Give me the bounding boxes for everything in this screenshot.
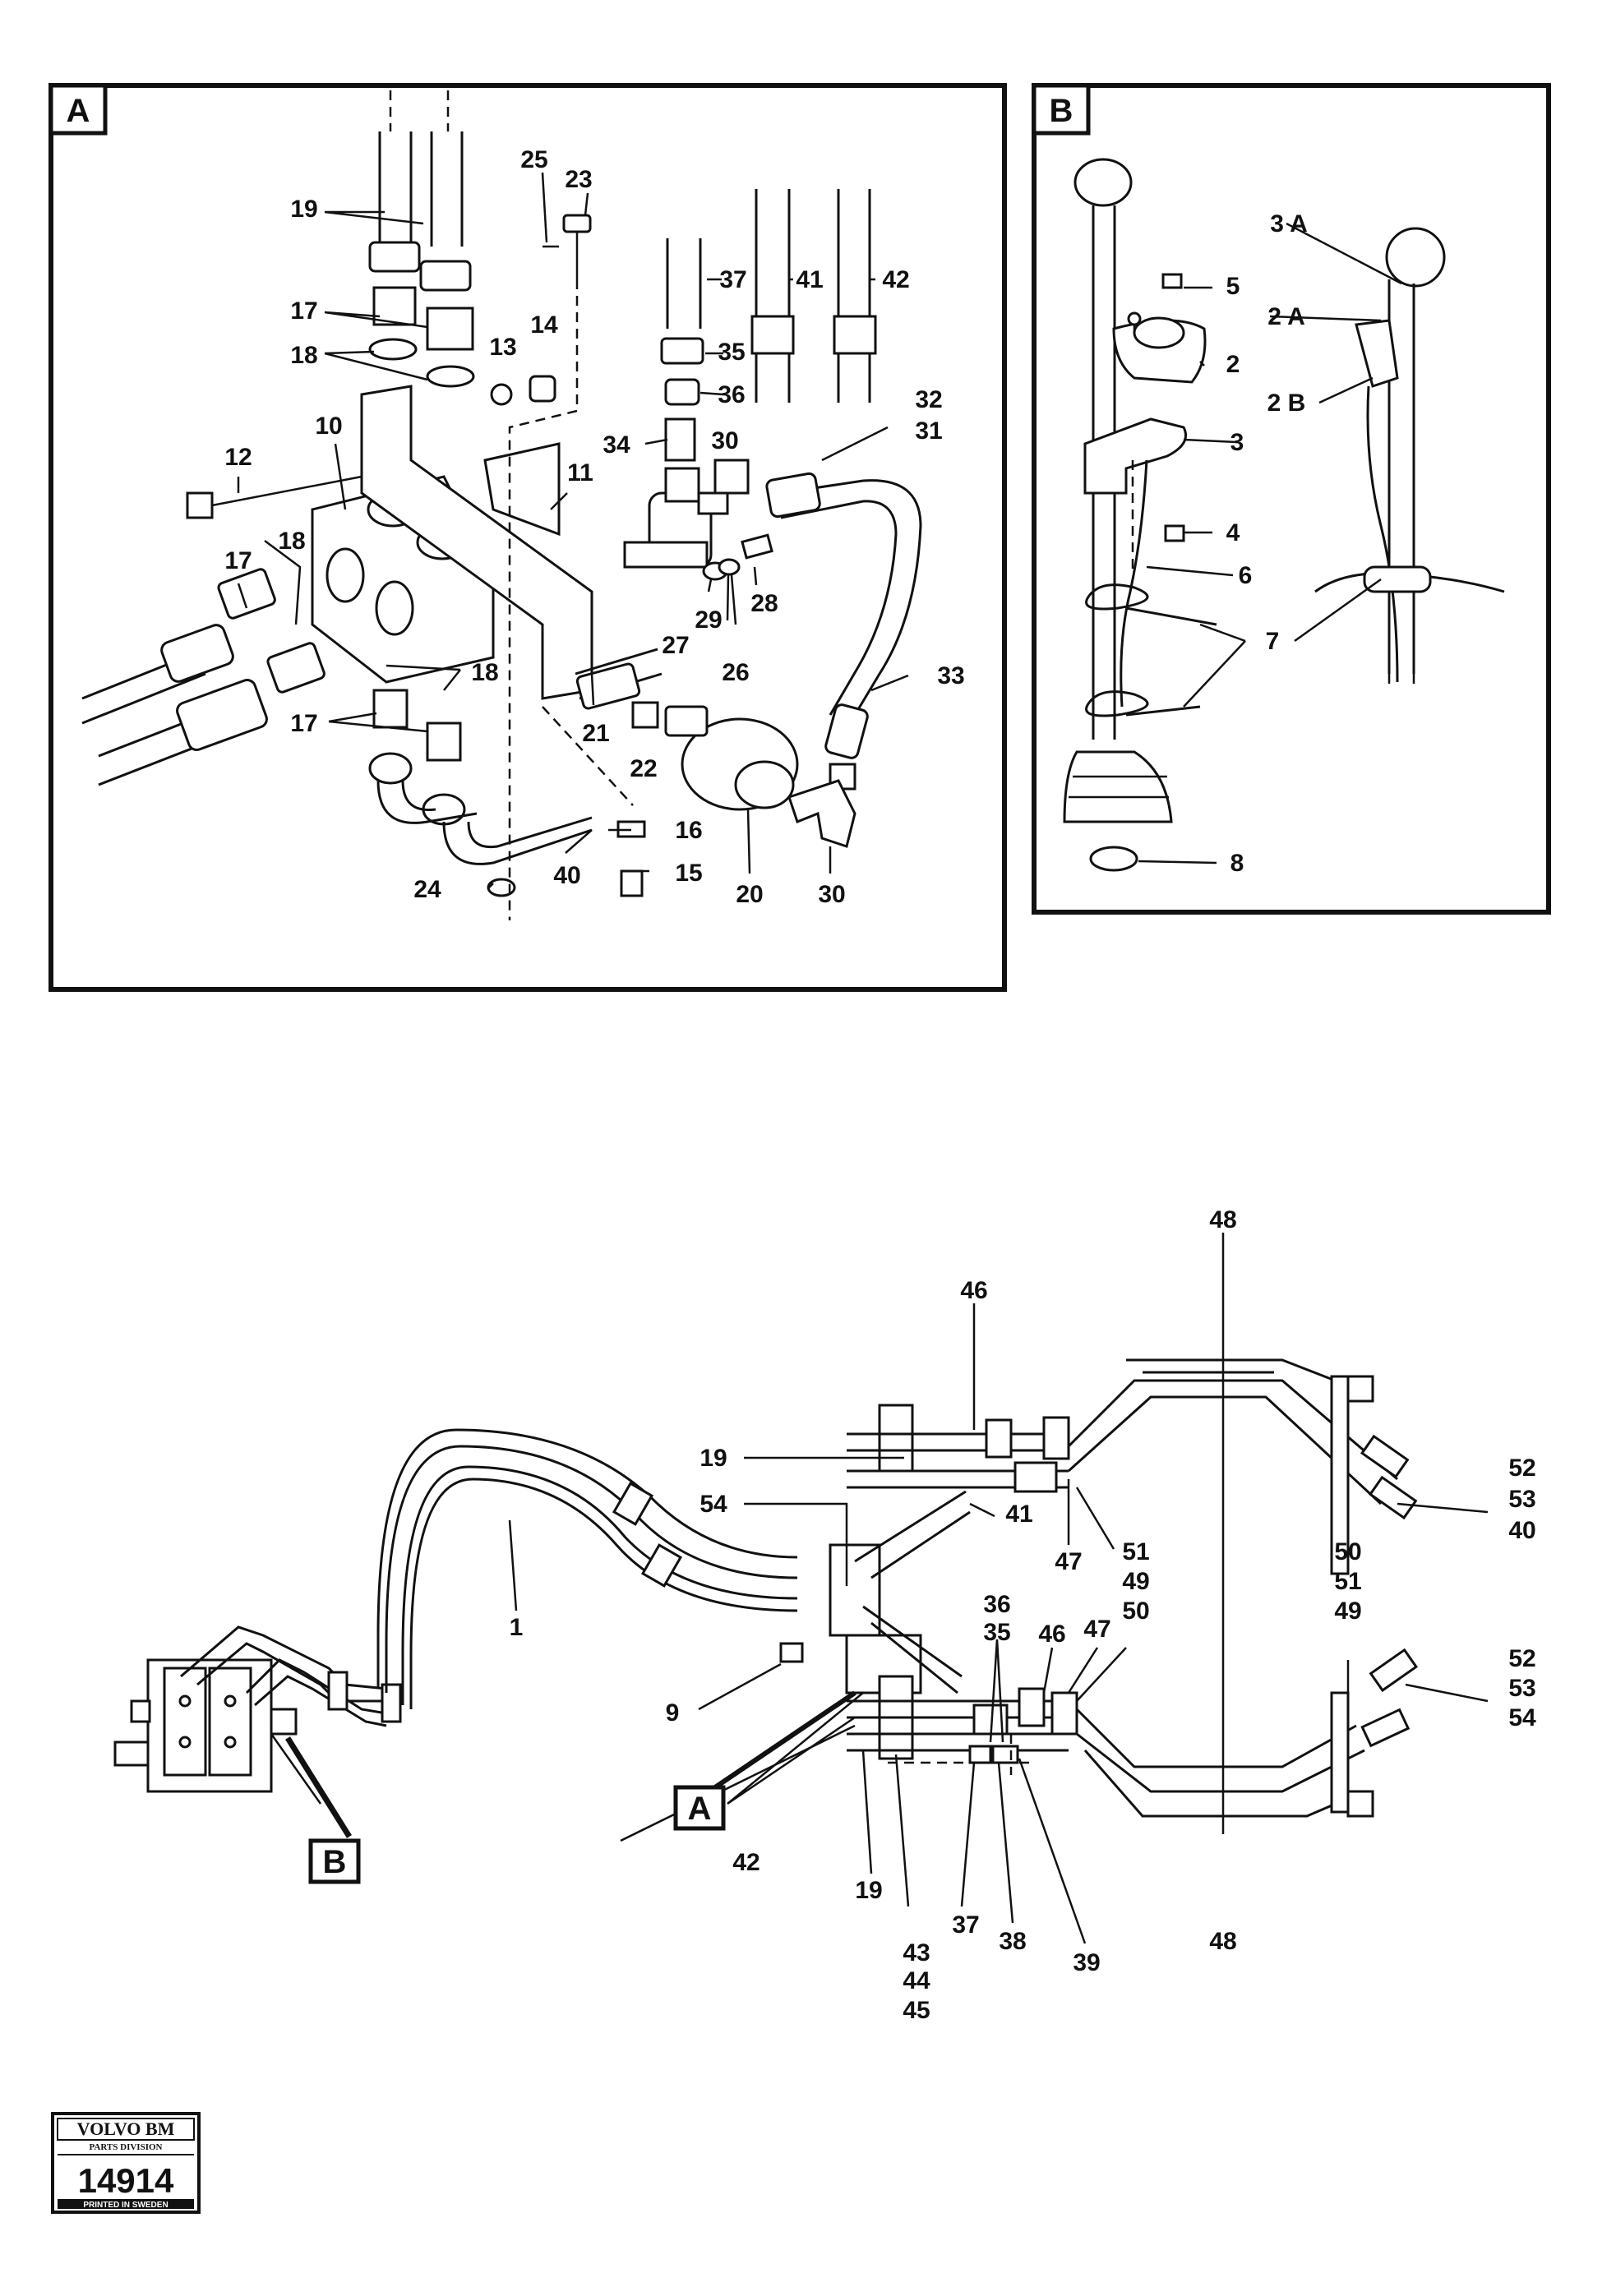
callout-a-35: 20 bbox=[736, 881, 763, 908]
callout-m-19: 46 bbox=[1038, 1621, 1065, 1648]
panel-a-tag bbox=[48, 83, 108, 136]
callout-a-6: 42 bbox=[882, 266, 909, 293]
callout-a-26: 18 bbox=[471, 659, 498, 686]
callout-a-30: 22 bbox=[630, 755, 657, 782]
callout-m-4: 52 bbox=[1508, 1455, 1535, 1482]
callout-m-2: 46 bbox=[960, 1277, 987, 1304]
callout-m-3: 19 bbox=[699, 1445, 727, 1472]
callout-m-27: 37 bbox=[952, 1911, 979, 1939]
callout-a-24: 27 bbox=[662, 632, 689, 659]
callout-a-12: 36 bbox=[718, 381, 745, 408]
callout-a-19: 11 bbox=[567, 459, 593, 486]
panel-b-letter: B bbox=[1050, 93, 1073, 129]
callout-m-25: 42 bbox=[732, 1849, 760, 1876]
callout-b-1: 3 A bbox=[1270, 210, 1308, 237]
callout-b-2: 5 bbox=[1226, 273, 1240, 300]
callout-a-36: 30 bbox=[818, 881, 845, 908]
callout-m-10: 51 bbox=[1122, 1538, 1149, 1565]
callout-m-8: 40 bbox=[1508, 1517, 1535, 1544]
callout-m-7: 41 bbox=[1005, 1501, 1032, 1528]
callout-m-11: 50 bbox=[1334, 1538, 1361, 1565]
callout-m-32: 44 bbox=[903, 1967, 930, 1994]
callout-b-5: 2 B bbox=[1267, 390, 1306, 417]
callout-m-29: 39 bbox=[1073, 1949, 1100, 1976]
callout-m-26: 19 bbox=[855, 1877, 882, 1904]
callout-a-1: 19 bbox=[290, 196, 317, 223]
callout-m-33: 45 bbox=[903, 1997, 930, 2024]
callout-a-17: 34 bbox=[603, 431, 630, 459]
callout-b-6: 3 bbox=[1230, 429, 1244, 456]
volvo-bm-logo: VOLVO BM PARTS DIVISION 14914 PRINTED IN… bbox=[51, 2112, 201, 2214]
ref-tag-a-box bbox=[673, 1785, 726, 1831]
callout-m-12: 49 bbox=[1122, 1568, 1149, 1595]
callout-a-16: 10 bbox=[315, 413, 342, 440]
callout-m-16: 1 bbox=[510, 1614, 524, 1641]
callout-b-8: 6 bbox=[1239, 562, 1253, 589]
callout-a-5: 41 bbox=[796, 266, 823, 293]
callout-m-17: 36 bbox=[983, 1591, 1010, 1618]
callout-m-23: 54 bbox=[1508, 1704, 1536, 1731]
callout-a-31: 16 bbox=[675, 817, 702, 844]
callout-m-20: 47 bbox=[1083, 1616, 1110, 1643]
callout-a-2: 25 bbox=[520, 146, 547, 173]
callout-a-8: 35 bbox=[718, 339, 745, 366]
callout-b-9: 7 bbox=[1266, 628, 1280, 655]
callout-b-4: 2 bbox=[1226, 351, 1240, 378]
callout-a-4: 37 bbox=[719, 266, 746, 293]
callout-m-21: 52 bbox=[1508, 1645, 1535, 1672]
callout-a-14: 31 bbox=[915, 417, 942, 445]
callout-m-13: 51 bbox=[1334, 1568, 1361, 1595]
callout-a-21: 18 bbox=[278, 528, 305, 555]
callout-a-18: 30 bbox=[711, 427, 738, 454]
callout-a-10: 13 bbox=[489, 334, 516, 361]
panel-b-border bbox=[1032, 83, 1551, 915]
callout-a-9: 18 bbox=[290, 342, 317, 369]
panel-b-tag bbox=[1032, 83, 1091, 136]
callout-m-5: 53 bbox=[1508, 1486, 1535, 1513]
callout-m-30: 48 bbox=[1209, 1928, 1236, 1955]
callout-m-22: 53 bbox=[1508, 1675, 1535, 1702]
logo-number: 14914 bbox=[78, 2161, 174, 2200]
callout-a-13: 32 bbox=[915, 386, 942, 413]
callout-a-20: 17 bbox=[224, 547, 252, 574]
ref-tag-b-box bbox=[308, 1838, 361, 1884]
panel-a-letter: A bbox=[67, 93, 90, 129]
callout-b-10: 8 bbox=[1230, 850, 1244, 877]
callout-a-25: 26 bbox=[722, 659, 749, 686]
ref-tag-a: A bbox=[688, 1791, 712, 1827]
callout-b-3: 2 A bbox=[1267, 303, 1305, 330]
callout-a-15: 12 bbox=[224, 444, 252, 471]
panel-b: B bbox=[1032, 83, 1551, 915]
callout-a-34: 15 bbox=[675, 860, 702, 887]
callout-m-28: 38 bbox=[999, 1928, 1026, 1955]
callout-m-24: 9 bbox=[666, 1699, 680, 1727]
callout-a-33: 40 bbox=[553, 862, 580, 889]
callout-a-27: 33 bbox=[937, 662, 964, 689]
callout-a-32: 24 bbox=[413, 876, 441, 903]
callout-a-23: 29 bbox=[695, 606, 722, 634]
callout-m-15: 49 bbox=[1334, 1598, 1361, 1625]
callout-m-18: 35 bbox=[983, 1619, 1010, 1646]
callout-m-6: 54 bbox=[699, 1491, 727, 1518]
callout-m-9: 47 bbox=[1055, 1548, 1082, 1575]
callout-a-28: 17 bbox=[290, 710, 317, 737]
logo-division: PARTS DIVISION bbox=[90, 2142, 163, 2152]
callout-a-22: 28 bbox=[750, 590, 778, 617]
logo-printed: PRINTED IN SWEDEN bbox=[83, 2201, 168, 2210]
logo-brand: VOLVO BM bbox=[77, 2118, 175, 2139]
callout-a-7: 17 bbox=[290, 297, 317, 325]
ref-tag-b: B bbox=[323, 1844, 347, 1880]
panel-a: A bbox=[48, 83, 1007, 992]
callout-m-14: 50 bbox=[1122, 1598, 1149, 1625]
callout-a-29: 21 bbox=[582, 720, 609, 747]
callout-b-7: 4 bbox=[1226, 519, 1240, 546]
callout-m-31: 43 bbox=[903, 1939, 930, 1966]
callout-a-11: 14 bbox=[530, 311, 558, 339]
callout-a-3: 23 bbox=[565, 166, 592, 193]
main-assembly: 48 46 19 52 53 54 41 40 47 51 50 49 51 5… bbox=[113, 1206, 1536, 2024]
panel-a-border bbox=[48, 83, 1007, 992]
callout-m-1: 48 bbox=[1209, 1206, 1236, 1233]
